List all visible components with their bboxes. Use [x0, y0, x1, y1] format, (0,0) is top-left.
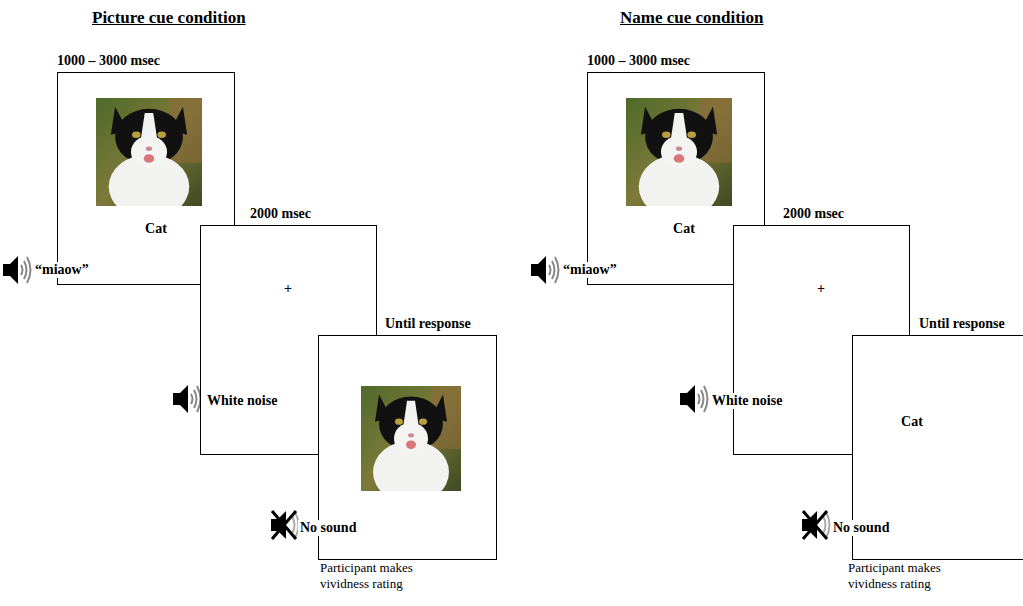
- panel-title-holder: Picture cue condition: [92, 8, 246, 28]
- cat-picture: [96, 98, 202, 206]
- duration-label: Until response: [385, 313, 471, 335]
- duration-label: 1000 – 3000 msec: [57, 50, 160, 72]
- cue-word: Cat: [901, 414, 923, 430]
- sound-label: No sound: [831, 520, 891, 536]
- speaker-icon: [3, 256, 31, 284]
- panel-title-holder: Name cue condition: [620, 8, 764, 28]
- sound-label-holder: No sound: [831, 518, 891, 536]
- muted-speaker-icon: [802, 511, 830, 539]
- fixation-cross: +: [284, 281, 292, 297]
- sound-label-holder: “miaow”: [561, 260, 619, 278]
- note-text-holder: Participant makes vividness rating: [848, 560, 966, 592]
- muted-speaker-icon: [271, 511, 299, 539]
- sound-label-holder: White noise: [205, 391, 279, 409]
- note-text: Participant makes vividness rating: [848, 560, 966, 592]
- speaker-icon: [173, 385, 201, 413]
- note-text: Participant makes vividness rating: [320, 560, 438, 592]
- sound-label: “miaow”: [33, 262, 91, 278]
- sound-label-holder: White noise: [710, 391, 784, 409]
- speaker-icon: [531, 256, 559, 284]
- sound-label-holder: “miaow”: [33, 260, 91, 278]
- speaker-icon: [680, 385, 708, 413]
- panel-title: Picture cue condition: [92, 8, 246, 28]
- cat-picture: [96, 98, 202, 206]
- sound-label: No sound: [298, 520, 358, 536]
- cat-picture: [361, 386, 461, 491]
- duration-label: 2000 msec: [783, 203, 844, 225]
- fixation-cross: +: [817, 281, 825, 297]
- cue-word: Cat: [145, 221, 167, 237]
- duration-label: 2000 msec: [250, 203, 311, 225]
- sound-label: “miaow”: [561, 262, 619, 278]
- panel-title: Name cue condition: [620, 8, 764, 28]
- sound-label: White noise: [205, 393, 279, 409]
- duration-label: Until response: [919, 313, 1005, 335]
- cat-picture: [626, 98, 732, 206]
- note-text-holder: Participant makes vividness rating: [320, 560, 438, 592]
- cat-picture: [361, 386, 461, 491]
- cat-picture: [626, 98, 732, 206]
- sound-label: White noise: [710, 393, 784, 409]
- duration-label: 1000 – 3000 msec: [587, 50, 690, 72]
- sound-label-holder: No sound: [298, 518, 358, 536]
- cue-word: Cat: [673, 221, 695, 237]
